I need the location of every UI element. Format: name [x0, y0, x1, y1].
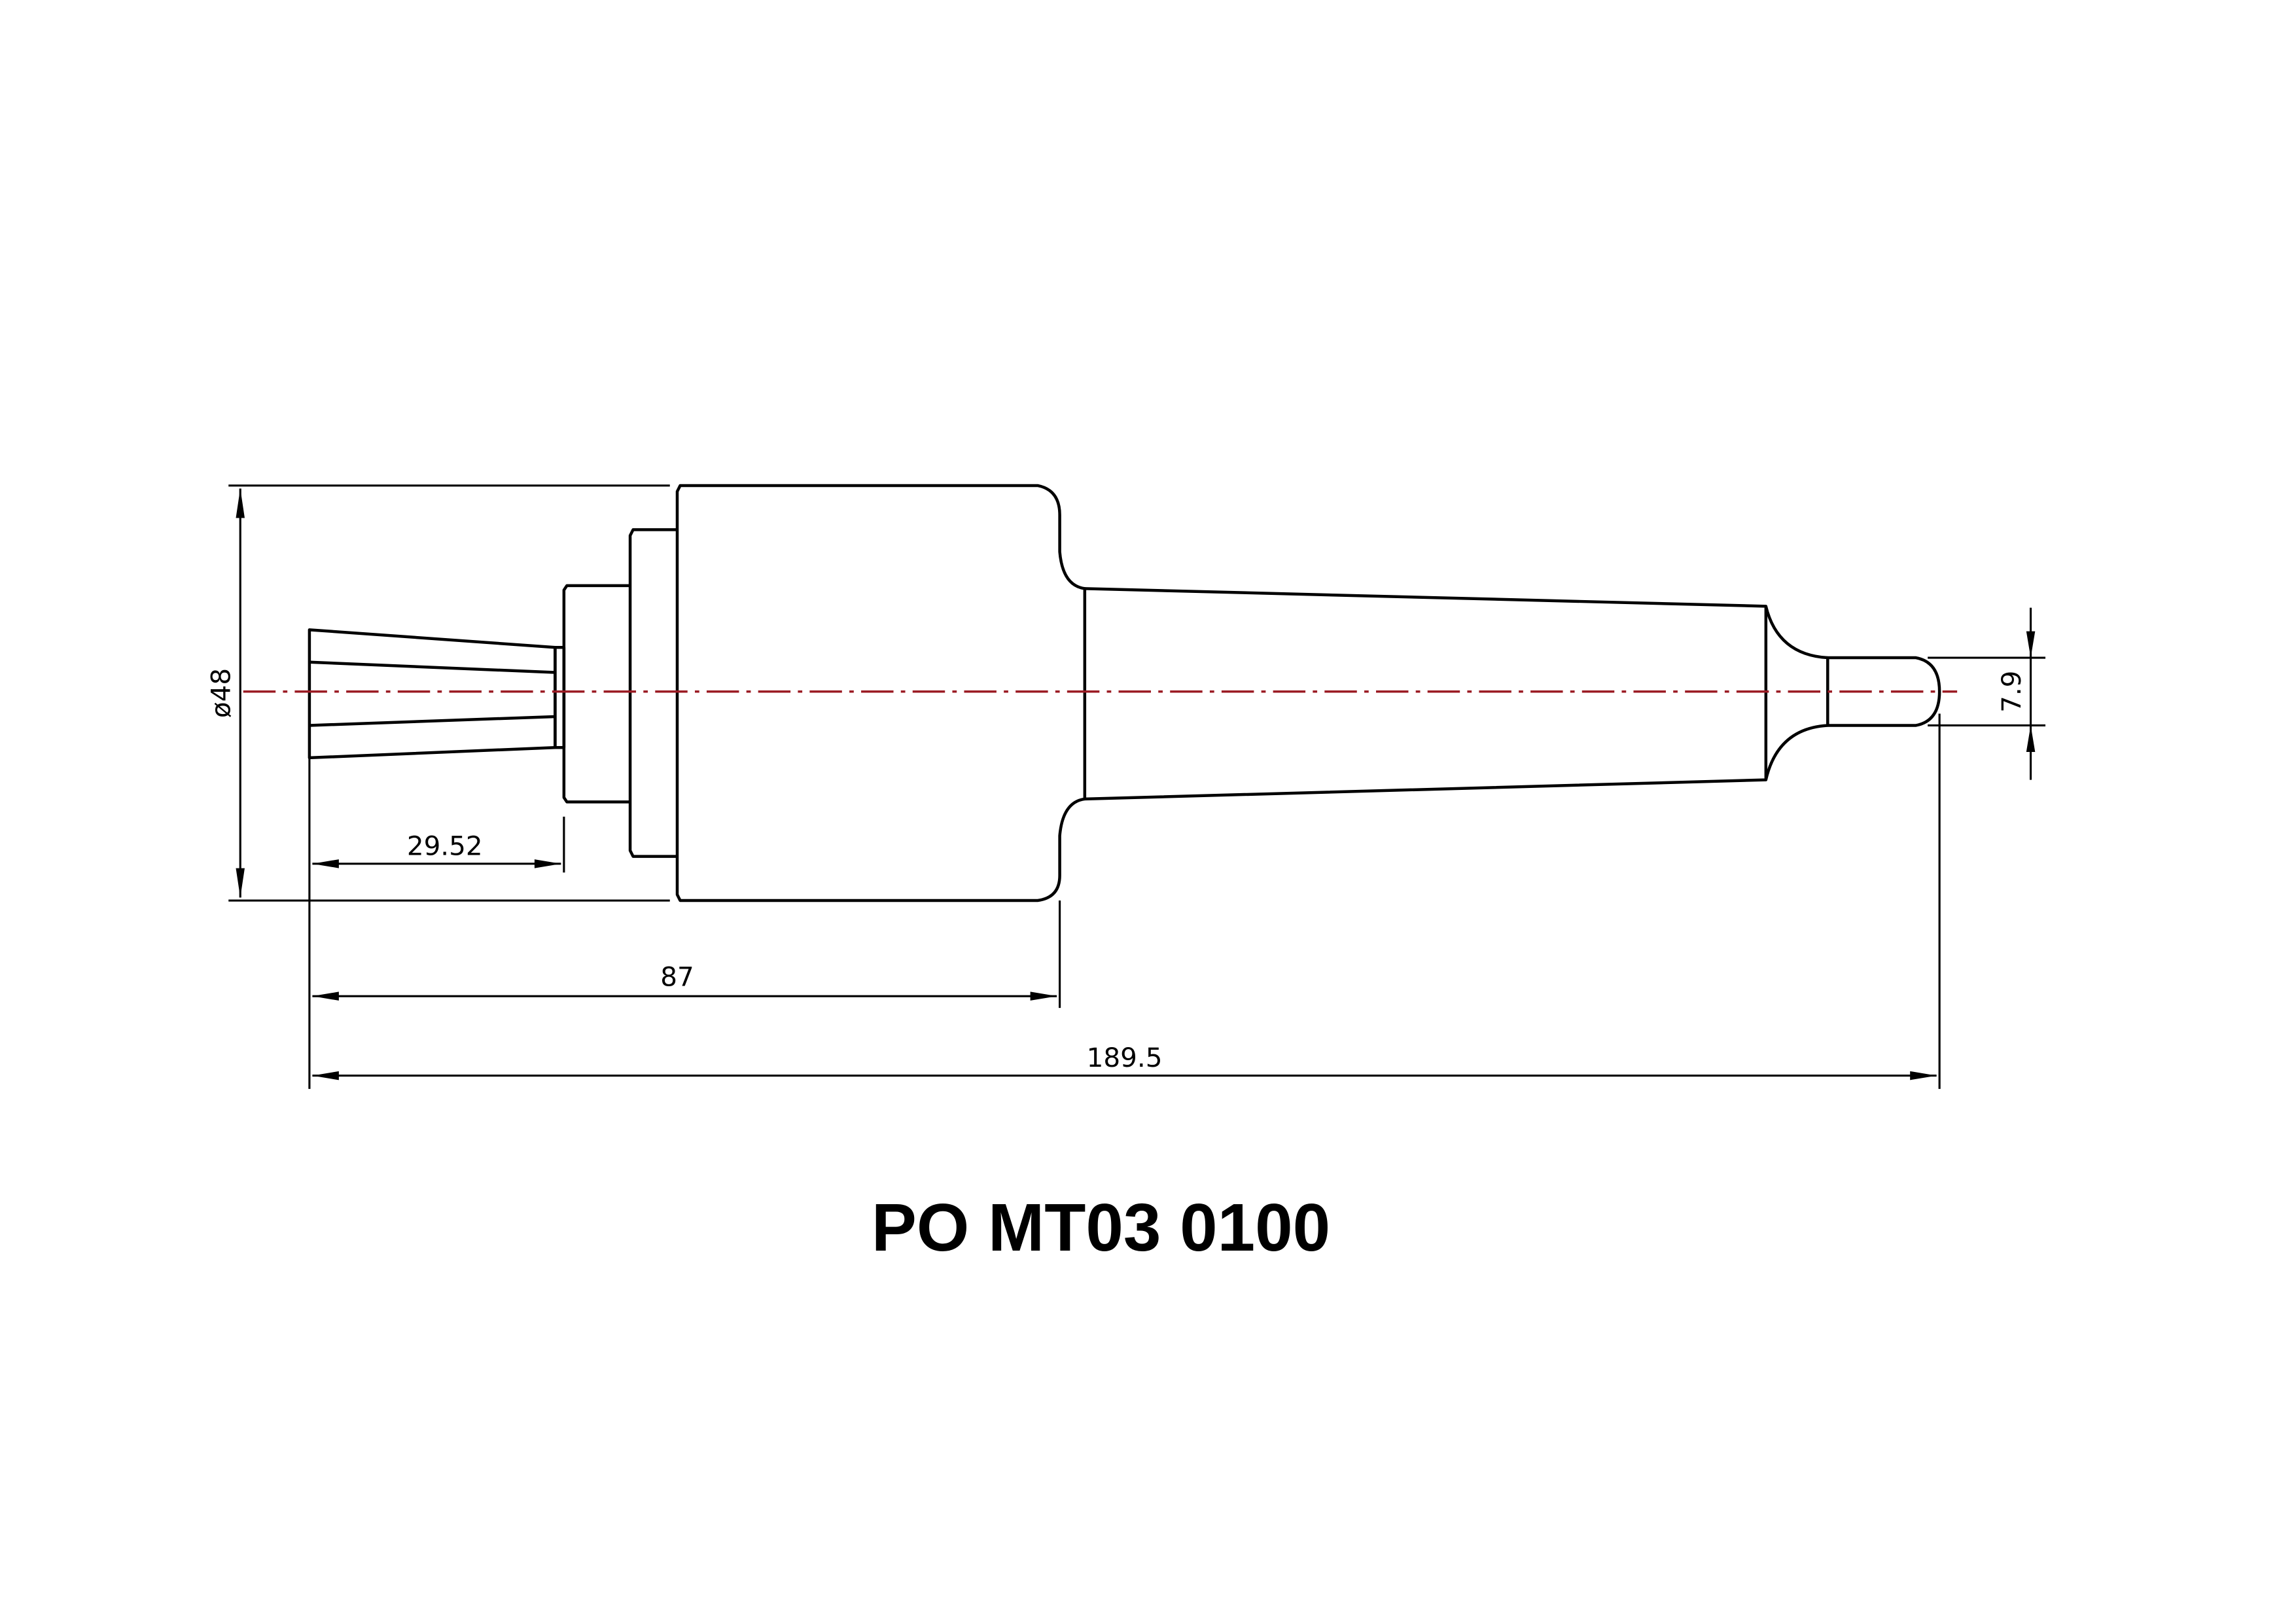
- collet: [308, 628, 557, 760]
- collet-slot-lower: [309, 715, 556, 727]
- pin-diameter-label: 7.9: [1996, 671, 2027, 713]
- diameter-label: ø48: [205, 668, 236, 718]
- body-length-label: 87: [660, 961, 694, 992]
- neck: [1764, 605, 1828, 781]
- nut-flange: [562, 584, 631, 804]
- main-body: [675, 484, 1087, 902]
- collet-length-label: 29.52: [407, 830, 483, 861]
- dimension-body-length: 87: [312, 901, 1061, 1008]
- body-flange: [628, 528, 678, 858]
- morse-taper: [1084, 587, 1768, 801]
- tang-pin: [1826, 656, 1941, 727]
- dimension-pin-diameter: 7.9: [1928, 607, 2046, 780]
- dimension-diameter: ø48: [205, 484, 670, 902]
- part-outline: [308, 484, 1941, 902]
- dimension-collet-length: 29.52: [308, 757, 565, 1089]
- overall-length-label: 189.5: [1087, 1042, 1163, 1073]
- dimension-overall-length: 189.5: [312, 713, 1941, 1089]
- part-number-title: PO MT03 0100: [872, 1189, 1330, 1265]
- collet-slot-upper: [309, 660, 556, 674]
